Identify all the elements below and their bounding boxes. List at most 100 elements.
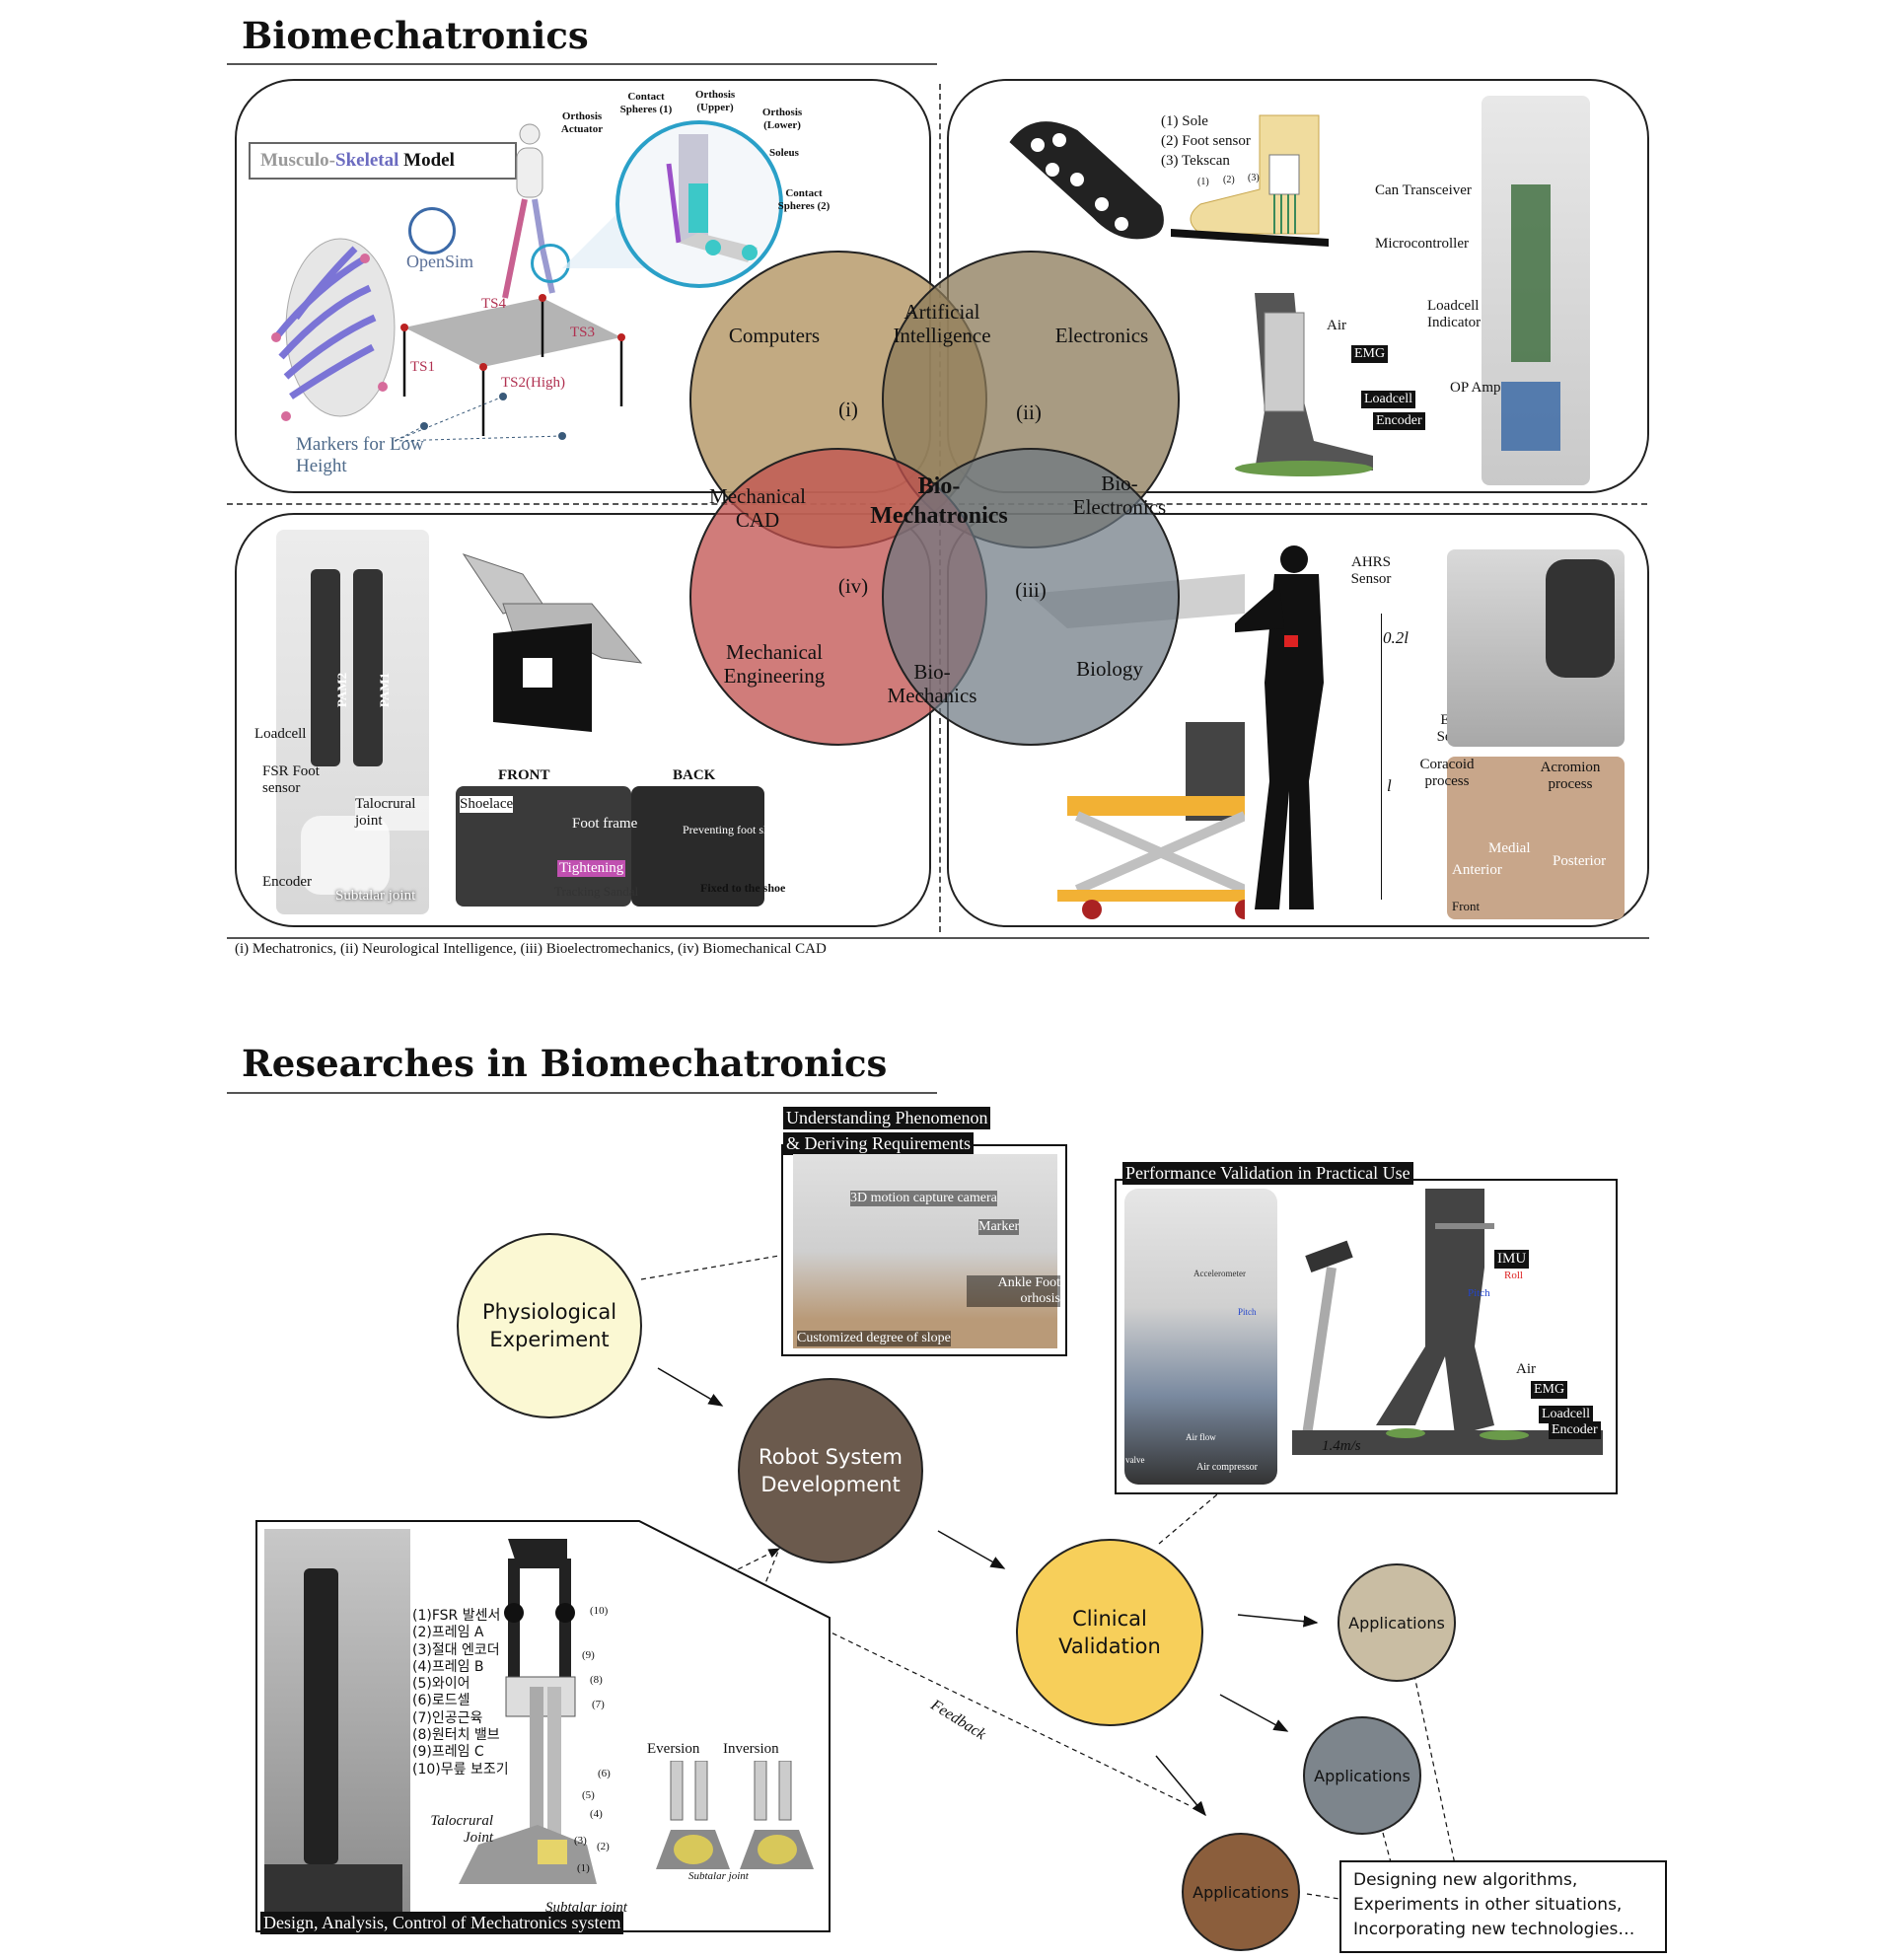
air-label: Air — [1327, 318, 1346, 333]
korean-part-9: (9)프레임 C — [412, 1744, 484, 1761]
future-line-2: Experiments in other situations, — [1353, 1895, 1623, 1915]
eversion-label: Eversion — [647, 1741, 700, 1757]
height-dimension-line — [1381, 614, 1382, 900]
title-underline — [227, 63, 937, 65]
venn-electronics: Electronics — [1054, 323, 1149, 347]
callout-contact-spheres-2: Contact Spheres (2) — [777, 187, 831, 212]
shoelace-label: Shoelace — [460, 796, 514, 814]
future-work-box: Designing new algorithms, Experiments in… — [1339, 1860, 1667, 1953]
sandal-back-photo — [631, 786, 764, 907]
layer-mark-1: (1) — [1197, 177, 1209, 187]
performance-tag: Performance Validation in Practical Use — [1122, 1162, 1413, 1185]
preventing-label: Preventing foot slippage — [683, 823, 799, 836]
air-treadmill-label: Air — [1516, 1361, 1536, 1377]
marker-6: (6) — [598, 1768, 611, 1779]
section-title-biomechatronics: Biomechatronics — [242, 14, 589, 57]
op-amp-label: OP Amp — [1450, 380, 1501, 396]
foot-frame-label: Foot frame — [572, 816, 638, 832]
opensim-label: OpenSim — [406, 252, 474, 271]
shoulder-sensor-photo — [1447, 757, 1625, 919]
front-label: FRONT — [498, 767, 550, 783]
marker-8: (8) — [590, 1674, 603, 1686]
treadmill-illustration — [1292, 1189, 1603, 1455]
robot-system-node: Robot System Development — [738, 1378, 923, 1563]
photo2-compressor: Air compressor — [1196, 1462, 1258, 1473]
marker-9: (9) — [582, 1649, 595, 1661]
venn-ii: (ii) — [1016, 399, 1042, 424]
korean-part-2: (2)프레임 A — [412, 1625, 484, 1641]
caption-rule — [227, 937, 1649, 939]
subtalar-label: Subtalar joint — [335, 888, 416, 904]
treadmill-frame-illustration — [394, 294, 625, 442]
venn-bio-mechanics: Bio- Mechanics — [887, 659, 977, 707]
emg-treadmill-tag: EMG — [1531, 1381, 1568, 1399]
photo2-airflow: Air flow — [1186, 1432, 1216, 1442]
encoder-treadmill-tag: Encoder — [1549, 1421, 1601, 1439]
model-label-musculo: Musculo- — [260, 150, 335, 171]
understanding-tag-1: Understanding Phenomenon — [783, 1107, 991, 1129]
model-label-skeletal: Skeletal — [335, 150, 399, 171]
applications-label-2: Applications — [1314, 1766, 1410, 1785]
bottom-title-underline — [227, 1092, 937, 1094]
inversion-label: Inversion — [723, 1741, 779, 1757]
sensor-list-2: (2) Foot sensor — [1161, 133, 1251, 149]
mocap-label-camera: 3D motion capture camera — [850, 1191, 997, 1207]
venn-mech-eng: Mechanical Engineering — [723, 639, 826, 688]
eversion-inversion-illustration — [656, 1761, 814, 1869]
arm-exoskeleton-photo — [1447, 549, 1625, 747]
sensor-list-3: (3) Tekscan — [1161, 153, 1230, 169]
korean-parts-list: (1)FSR 발센서 (2)프레임 A (3)절대 엔코더 (4)프레임 B (… — [412, 1608, 509, 1779]
section-title-researches: Researches in Biomechatronics — [242, 1042, 888, 1085]
photo2-pitch: Pitch — [1238, 1307, 1257, 1317]
mocap-label-marker: Marker — [978, 1219, 1020, 1236]
ts1-label: TS1 — [410, 359, 436, 375]
opensim-logo — [408, 207, 456, 254]
mocap-label-slope: Customized degree of slope — [797, 1331, 951, 1347]
mocap-label-afo: Ankle Foot orhosis — [967, 1275, 1060, 1308]
anterior-label: Anterior — [1452, 862, 1502, 878]
ankle-orthosis-illustration — [1235, 293, 1373, 476]
layer-mark-2: (2) — [1223, 175, 1235, 185]
callout-orthosis-actuator: Orthosis Actuator — [560, 110, 604, 135]
encoder-tag: Encoder — [1373, 412, 1425, 430]
robot-system-label: Robot System Development — [759, 1444, 903, 1496]
motion-capture-photo — [793, 1154, 1057, 1348]
physiological-experiment-node: Physiological Experiment — [457, 1233, 642, 1418]
physiological-label: Physiological Experiment — [481, 1299, 617, 1351]
treadmill-walking-photo — [1124, 1189, 1277, 1485]
electronics-board-photo — [1482, 96, 1590, 485]
talocrural-joint-label: Talocrural Joint — [430, 1813, 493, 1847]
treadmill-label: TREADMILL — [1450, 1455, 1525, 1470]
loadcell-label: Loadcell — [254, 726, 307, 742]
korean-part-1: (1)FSR 발센서 — [412, 1608, 501, 1624]
venn-circle-biology — [882, 448, 1180, 746]
emg-tag: EMG — [1351, 345, 1389, 363]
ts3-label: TS3 — [570, 325, 596, 340]
speed-label: 1.4m/s — [1322, 1438, 1361, 1454]
venn-center-line1: Bio- — [917, 473, 961, 500]
venn-iii: (iii) — [1015, 577, 1047, 602]
length-label: l — [1387, 776, 1392, 795]
medial-label: Medial — [1488, 840, 1531, 856]
clinical-validation-node: Clinical Validation — [1016, 1539, 1203, 1726]
korean-part-6: (6)로드셀 — [412, 1693, 470, 1709]
applications-label-1: Applications — [1348, 1613, 1445, 1633]
applications-label-3: Applications — [1193, 1882, 1289, 1902]
talocrural-label: Talocrural joint — [355, 796, 434, 831]
acromion-label: Acromion process — [1540, 760, 1601, 793]
ahrs-label: AHRS Sensor — [1350, 554, 1392, 588]
imu-tag: IMU — [1494, 1250, 1530, 1269]
marker-10: (10) — [590, 1605, 609, 1617]
callout-contact-spheres-1: Contact Spheres (1) — [619, 91, 673, 115]
orthosis-illustration — [666, 134, 758, 262]
encoder-label: Encoder — [262, 874, 312, 890]
korean-part-3: (3)절대 엔코더 — [412, 1641, 500, 1658]
posterior-label: Posterior — [1553, 853, 1607, 869]
marker-2: (2) — [597, 1841, 610, 1852]
panel-biology: AHRS Sensor 0.2l l EMG Sensor Coracoid p… — [947, 513, 1649, 927]
clinical-label: Clinical Validation — [1058, 1606, 1161, 1658]
marker-3: (3) — [574, 1835, 587, 1847]
venn-biology: Biology — [1076, 656, 1143, 681]
sensor-list-1: (1) Sole — [1161, 113, 1208, 129]
ratio-label: 0.2l — [1383, 628, 1409, 647]
